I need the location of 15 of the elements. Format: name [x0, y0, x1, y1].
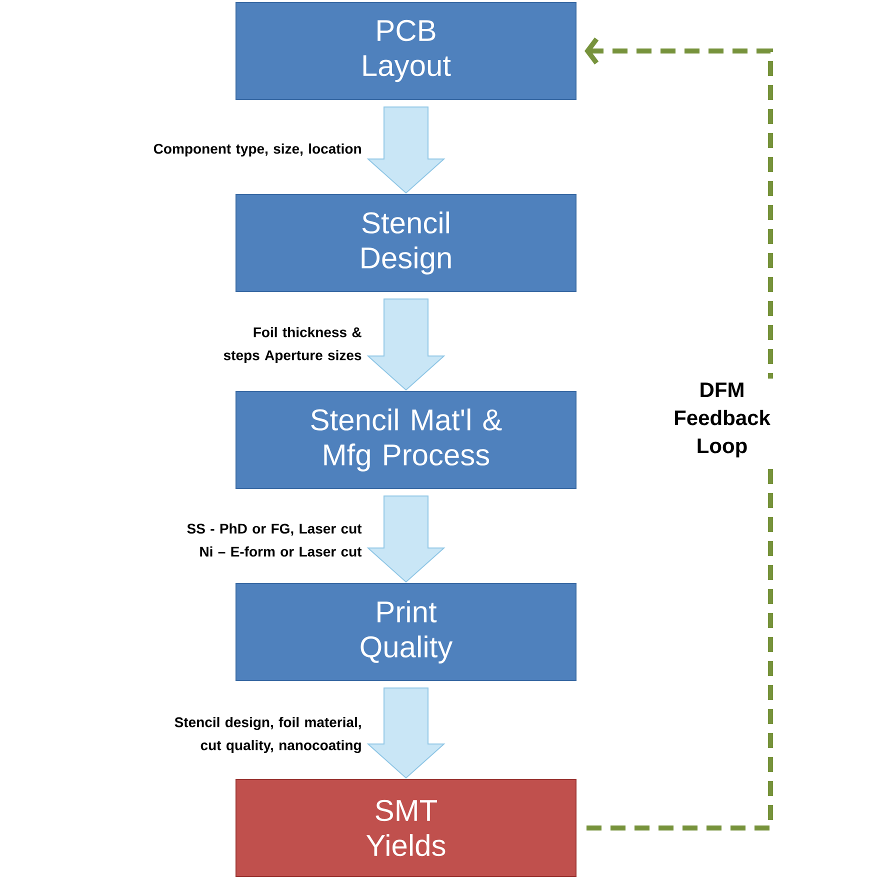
edge-label: SS - PhD or FG, Laser cut Ni – E-form or Laser cut: [187, 523, 362, 557]
process-box: Stencil Design: [236, 194, 576, 292]
process-box: Print Quality: [236, 583, 576, 681]
block-arrow: [366, 688, 446, 779]
edge-label: Stencil design, foil material, cut quality, nanocoating: [174, 716, 361, 754]
block-arrow: [366, 106, 446, 194]
process-box: PCB Layout: [236, 2, 576, 100]
edge-label: Foil thickness & steps Aperture sizes: [224, 326, 362, 364]
block-arrow: [366, 298, 446, 391]
block-arrow: [366, 496, 446, 583]
edge-label: Component type, size, location: [154, 143, 361, 157]
feedback-arrow: [584, 38, 773, 830]
process-box: SMT Yields: [236, 779, 576, 877]
edge-label: DFM Feedback Loop: [656, 378, 788, 462]
process-box: Stencil Mat'l & Mfg Process: [236, 391, 576, 489]
